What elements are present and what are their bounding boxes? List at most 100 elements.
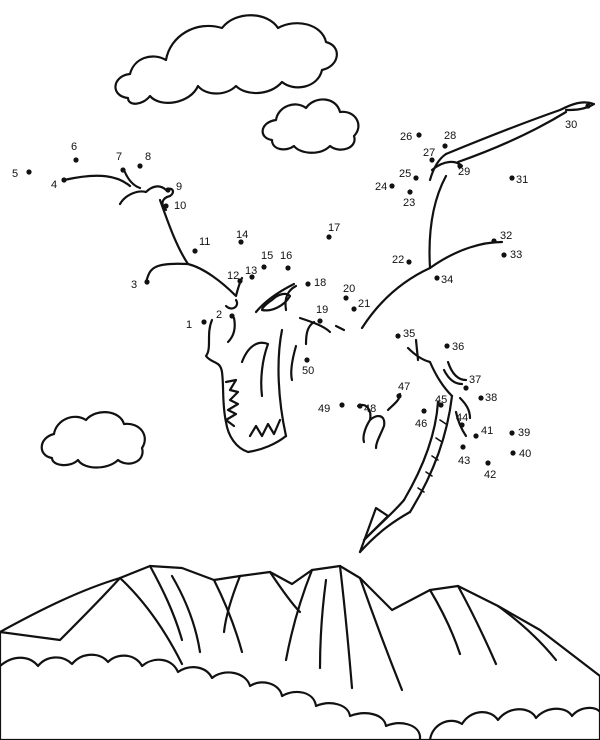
dot-label: 9 [176, 181, 182, 193]
dot-label: 3 [131, 279, 137, 291]
numbered-dots: 1 2 3 4 5 6 7 8 9 10 11 12 13 14 15 16 1… [12, 103, 591, 481]
dot-39: 39 [509, 427, 530, 439]
dot-50: 50 [302, 357, 314, 377]
cloud-middle [261, 98, 360, 154]
dot-41: 41 [473, 425, 493, 439]
dot-label: 13 [245, 265, 257, 277]
dot-label: 42 [484, 469, 496, 481]
dot-33: 33 [501, 249, 522, 261]
dot-7: 7 [116, 151, 126, 173]
dot-label: 6 [71, 141, 77, 153]
dot-4: 4 [51, 177, 67, 191]
dot-47: 47 [396, 381, 410, 399]
dot-18: 18 [305, 277, 326, 289]
dot-label: 2 [216, 309, 222, 321]
dot-label: 23 [403, 197, 415, 209]
dot-30: 30 [565, 103, 591, 131]
dot-14: 14 [236, 229, 248, 245]
dot-13: 13 [245, 265, 257, 280]
dot-27: 27 [423, 147, 435, 163]
dot-label: 41 [481, 425, 493, 437]
dot-16: 16 [280, 250, 292, 271]
dot-label: 50 [302, 365, 314, 377]
dot-9: 9 [165, 181, 182, 193]
dot-label: 36 [452, 341, 464, 353]
dot-12: 12 [227, 270, 243, 284]
dot-17: 17 [326, 222, 340, 240]
dot-label: 30 [565, 119, 577, 131]
dot-38: 38 [478, 392, 497, 404]
dot-36: 36 [444, 341, 464, 353]
dot-22: 22 [392, 254, 412, 266]
dot-37: 37 [463, 374, 481, 391]
dot-label: 11 [199, 236, 210, 248]
dot-label: 29 [458, 166, 470, 178]
dot-label: 22 [392, 254, 404, 266]
dot-label: 37 [469, 374, 481, 386]
dot-label: 8 [145, 151, 151, 163]
dot-label: 25 [399, 168, 411, 180]
cloud-left [40, 411, 146, 469]
dot-label: 15 [261, 250, 273, 262]
dot-label: 10 [174, 200, 186, 212]
dot-label: 32 [500, 230, 512, 242]
dot-label: 39 [518, 427, 530, 439]
dot-label: 27 [423, 147, 435, 159]
dot-label: 45 [435, 394, 447, 406]
dot-label: 44 [456, 412, 468, 424]
dot-label: 48 [364, 403, 376, 415]
dot-46: 46 [415, 408, 427, 430]
dot-label: 31 [516, 174, 528, 186]
dot-31: 31 [509, 174, 528, 186]
dot-label: 34 [441, 274, 453, 286]
dot-29: 29 [457, 163, 470, 178]
dot-label: 7 [116, 151, 122, 163]
dot-40: 40 [510, 448, 531, 460]
dragon-outline [62, 101, 596, 554]
dot-19: 19 [316, 304, 328, 324]
dot-15: 15 [261, 250, 273, 270]
dot-label: 20 [343, 283, 355, 295]
dot-44: 44 [456, 412, 468, 428]
dot-label: 4 [51, 179, 57, 191]
volcano-landscape [0, 564, 600, 740]
dot-28: 28 [442, 130, 456, 149]
dot-label: 18 [314, 277, 326, 289]
dot-48: 48 [357, 403, 376, 415]
dot-label: 26 [400, 131, 412, 143]
dot-label: 35 [403, 328, 415, 340]
dot-label: 38 [485, 392, 497, 404]
dot-label: 19 [316, 304, 328, 316]
dot-label: 16 [280, 250, 292, 262]
dot-label: 24 [375, 181, 387, 193]
dot-42: 42 [484, 460, 496, 481]
dot-20: 20 [343, 283, 355, 301]
dot-label: 46 [415, 418, 427, 430]
dot-6: 6 [71, 141, 79, 163]
dot-25: 25 [399, 168, 419, 181]
dot-8: 8 [137, 151, 151, 169]
dot-23: 23 [403, 189, 415, 209]
dot-49: 49 [318, 402, 345, 415]
dot-label: 21 [358, 298, 370, 310]
dot-label: 14 [236, 229, 248, 241]
dot-2: 2 [216, 309, 235, 321]
dot-label: 47 [398, 381, 410, 393]
dot-label: 1 [186, 319, 192, 331]
dot-32: 32 [491, 230, 512, 244]
dot-1: 1 [186, 319, 207, 331]
dot-label: 12 [227, 270, 239, 282]
dot-45: 45 [435, 394, 447, 408]
dot-label: 5 [12, 168, 18, 180]
dot-43: 43 [458, 444, 470, 467]
dot-34: 34 [434, 274, 453, 286]
dot-10: 10 [163, 200, 186, 212]
dot-26: 26 [400, 131, 422, 143]
dot-35: 35 [395, 328, 415, 340]
dot-label: 33 [510, 249, 522, 261]
dot-label: 40 [519, 448, 531, 460]
dot-24: 24 [375, 181, 395, 193]
dot-label: 17 [328, 222, 340, 234]
dot-11: 11 [192, 236, 210, 254]
